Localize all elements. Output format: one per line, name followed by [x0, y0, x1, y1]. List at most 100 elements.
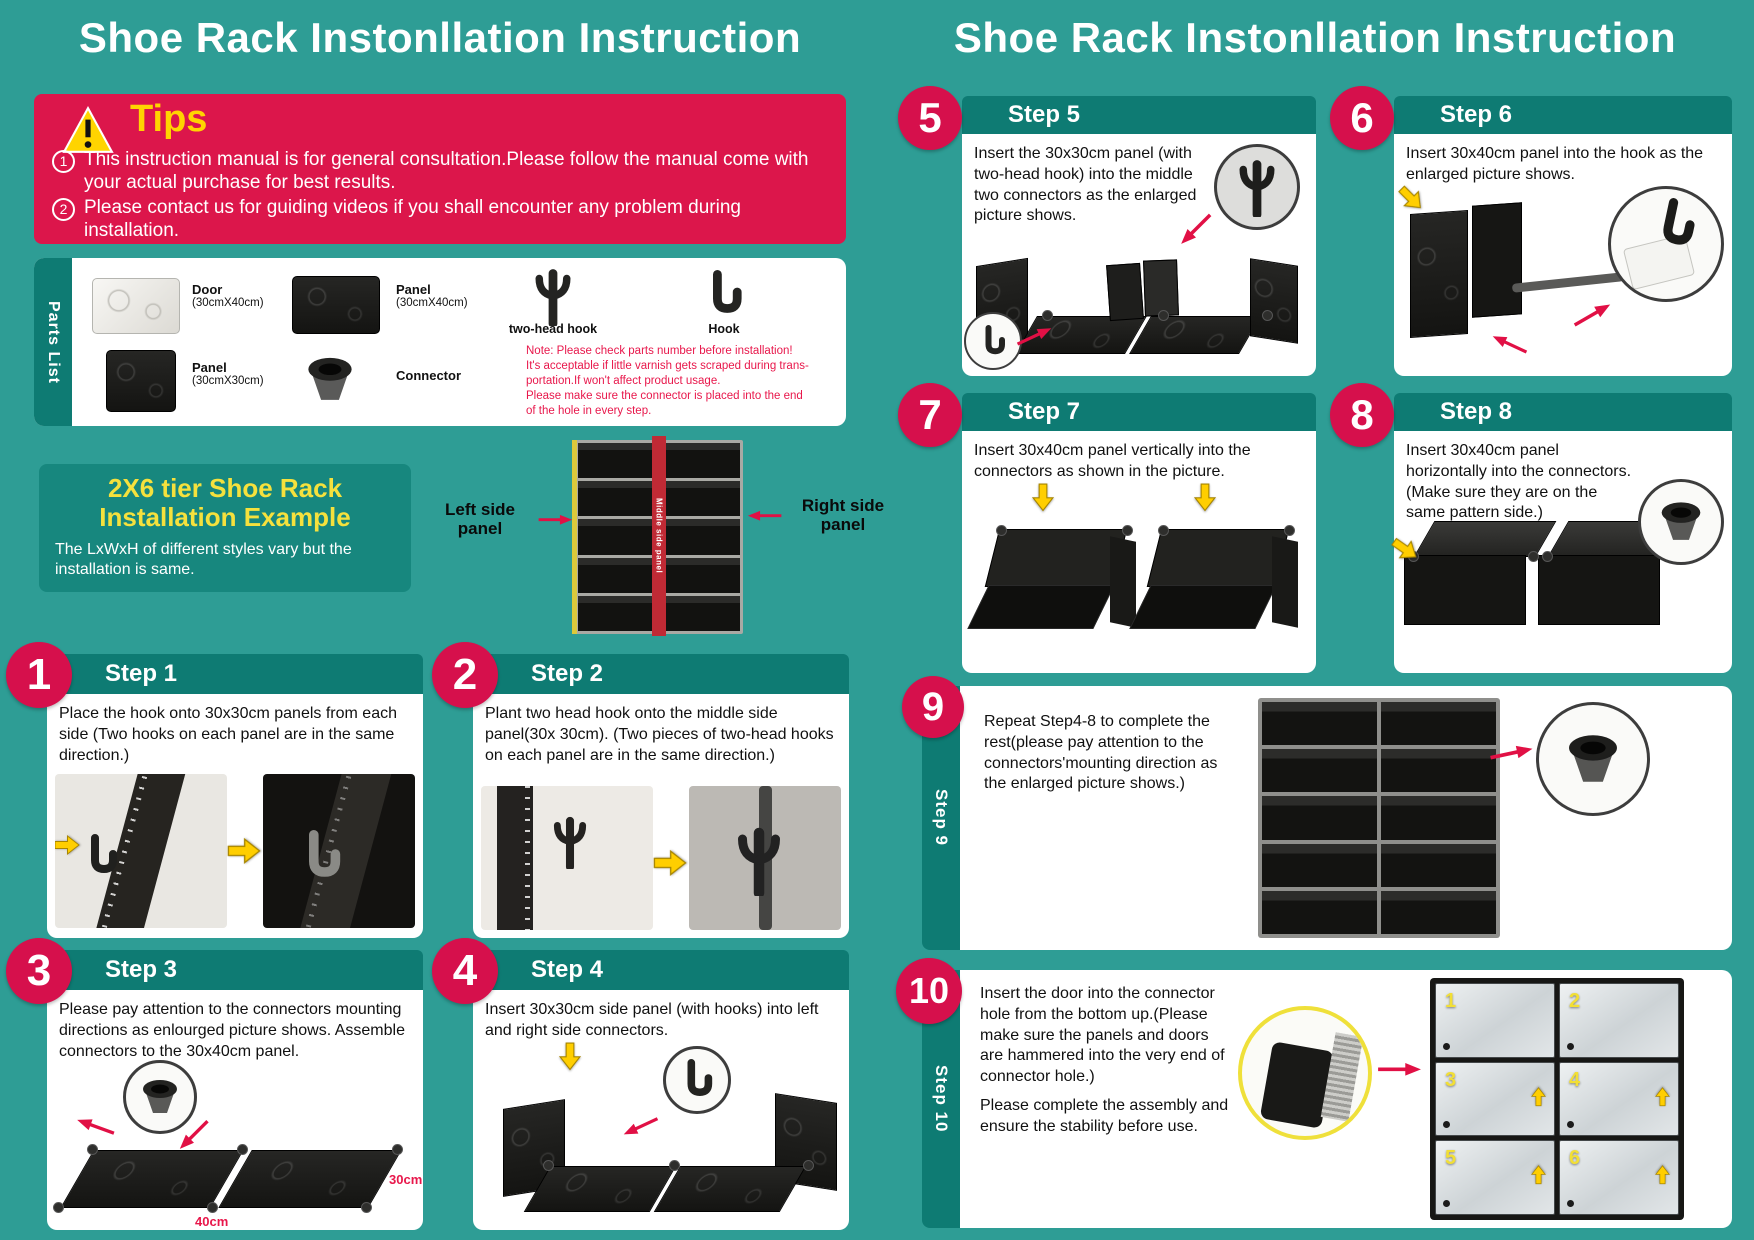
door-knob: [1443, 1042, 1450, 1050]
connector-dot: [87, 1144, 98, 1155]
yellow-arrow-icon: [1655, 1165, 1670, 1185]
door-cell: 6: [1559, 1140, 1679, 1215]
step7-card: Step 7 7 Insert 30x40cm panel vertically…: [898, 383, 1316, 673]
connector-dot: [1528, 551, 1539, 562]
step3-figure: 40cm 30cm: [47, 1060, 423, 1230]
connector-label: Connector: [396, 368, 461, 383]
tips-box: Tips 1 This instruction manual is for ge…: [34, 94, 846, 244]
step2-card: Step 2 2 Plant two head hook onto the mi…: [432, 642, 849, 938]
side-panel-graphic: [1410, 209, 1468, 339]
two-head-hook-icon: [729, 824, 789, 896]
left-panel-edge: [572, 440, 577, 634]
yellow-arrow-icon: [227, 838, 261, 864]
step2-content: Plant two head hook onto the middle side…: [473, 694, 849, 938]
magnifier-circle: [1638, 479, 1724, 565]
parts-list-label: Parts List: [45, 300, 62, 384]
example-rack-image: Middle side panel: [572, 436, 743, 636]
panel-30x30-part-image: [106, 350, 176, 412]
step1-content: Place the hook onto 30x30cm panels from …: [47, 694, 423, 938]
panel-mesh-graphic: [1320, 1032, 1364, 1122]
step6-text: Insert 30x40cm panel into the hook as th…: [1406, 145, 1704, 183]
step2-badge: 2: [432, 642, 498, 708]
panel-graphic: [1129, 316, 1261, 354]
example-figure: Left side panel Middle side panel Right …: [425, 436, 884, 640]
box-back-panel-graphic: [984, 529, 1128, 587]
connector-dot: [53, 1202, 64, 1213]
tips-title: Tips: [130, 98, 208, 140]
step6-header: Step 6: [1394, 96, 1732, 134]
connector-dot: [1542, 551, 1553, 562]
door-knob: [1567, 1199, 1574, 1207]
panel-edge-graphic: [497, 786, 533, 930]
step6-card: Step 6 6 Insert 30x40cm panel into the h…: [1330, 86, 1732, 376]
yellow-magnifier-circle: [1238, 1006, 1372, 1140]
hook-icon: [678, 1059, 716, 1101]
magnifier-circle: [663, 1046, 731, 1114]
hook-icon: [81, 834, 121, 878]
red-arrow-icon: [1569, 297, 1615, 332]
box-side-graphic: [1110, 536, 1136, 628]
door-cell: 1: [1435, 983, 1555, 1058]
step7-figure: [962, 481, 1316, 673]
connector-icon: [1569, 735, 1617, 782]
middle-side-panel-strip: Middle side panel: [652, 436, 666, 636]
hook-label: Hook: [708, 322, 740, 336]
connector-dot: [543, 1160, 554, 1171]
two-head-hook-icon: [547, 814, 593, 869]
step9-badge: 9: [902, 676, 964, 738]
red-arrow-icon: [1489, 330, 1531, 359]
step8-header: Step 8: [1394, 393, 1732, 431]
panel-30x30-part-label: Panel (30cmX30cm): [192, 360, 264, 387]
two-head-hook-label: two-head hook: [508, 322, 598, 336]
connector-dot: [392, 1144, 403, 1155]
step1-photo-right: [263, 774, 415, 928]
hook-icon: [1648, 195, 1704, 254]
connector-dot: [1158, 525, 1169, 536]
connector-dot: [1122, 525, 1133, 536]
connector-dot: [361, 1202, 372, 1213]
warning-icon: [62, 106, 114, 153]
connector-dot: [1158, 310, 1169, 321]
step1-header: Step 1: [47, 654, 423, 694]
connector-dot: [237, 1144, 248, 1155]
step5-text: Insert the 30x30cm panel (with two-head …: [974, 145, 1197, 225]
example-title: 2X6 tier Shoe Rack: [107, 473, 343, 503]
two-head-hook-icon: [1232, 157, 1282, 217]
page-title-right: Shoe Rack Instonllation Instruction: [953, 14, 1677, 61]
step6-badge: 6: [1330, 86, 1394, 150]
magnifier-circle: [123, 1060, 197, 1134]
example-title: Installation Example: [99, 502, 351, 533]
yellow-arrow-icon: [1394, 181, 1428, 216]
step9-text: Repeat Step4-8 to complete the rest(plea…: [984, 713, 1218, 793]
connector-dot: [1284, 525, 1295, 536]
door-cell: 3: [1435, 1061, 1555, 1137]
step4-card: Step 4 4 Insert 30x30cm side panel (with…: [432, 938, 849, 1230]
step5-badge: 5: [898, 86, 962, 150]
step10-text: Insert the door into the connector hole …: [980, 985, 1229, 1135]
step4-badge: 4: [432, 938, 498, 1004]
step8-content: Insert 30x40cm panel horizontally into t…: [1387, 431, 1732, 673]
step7-badge: 7: [898, 383, 962, 447]
box-front-graphic: [1404, 555, 1526, 625]
panel-graphic: [653, 1166, 807, 1212]
example-box: 2X6 tier Shoe Rack Installation Example …: [39, 464, 411, 592]
side-panel-graphic: [1472, 202, 1522, 318]
red-arrow-icon: [537, 514, 573, 526]
step7-content: Insert 30x40cm panel vertically into the…: [962, 431, 1316, 673]
door-knob: [1443, 1121, 1450, 1129]
panel-graphic: [523, 1166, 677, 1212]
panel-graphic: [218, 1150, 402, 1208]
yellow-arrow-icon: [1032, 483, 1054, 512]
step8-badge: 8: [1330, 383, 1394, 447]
middle-panel-graphic: [1143, 259, 1179, 317]
tip-text: Please contact us for guiding videos if …: [84, 197, 741, 242]
door-cell: 5: [1435, 1140, 1555, 1215]
connector-dot: [669, 1160, 680, 1171]
box-floor-graphic: [1129, 585, 1277, 629]
right-side-panel-label: Right side panel: [801, 496, 885, 535]
step8-card: Step 8 8 Insert 30x40cm panel horizontal…: [1330, 383, 1732, 673]
step7-text: Insert 30x40cm panel vertically into the…: [974, 442, 1251, 480]
panel-graphic: [60, 1150, 244, 1208]
connector-dot: [1042, 310, 1053, 321]
